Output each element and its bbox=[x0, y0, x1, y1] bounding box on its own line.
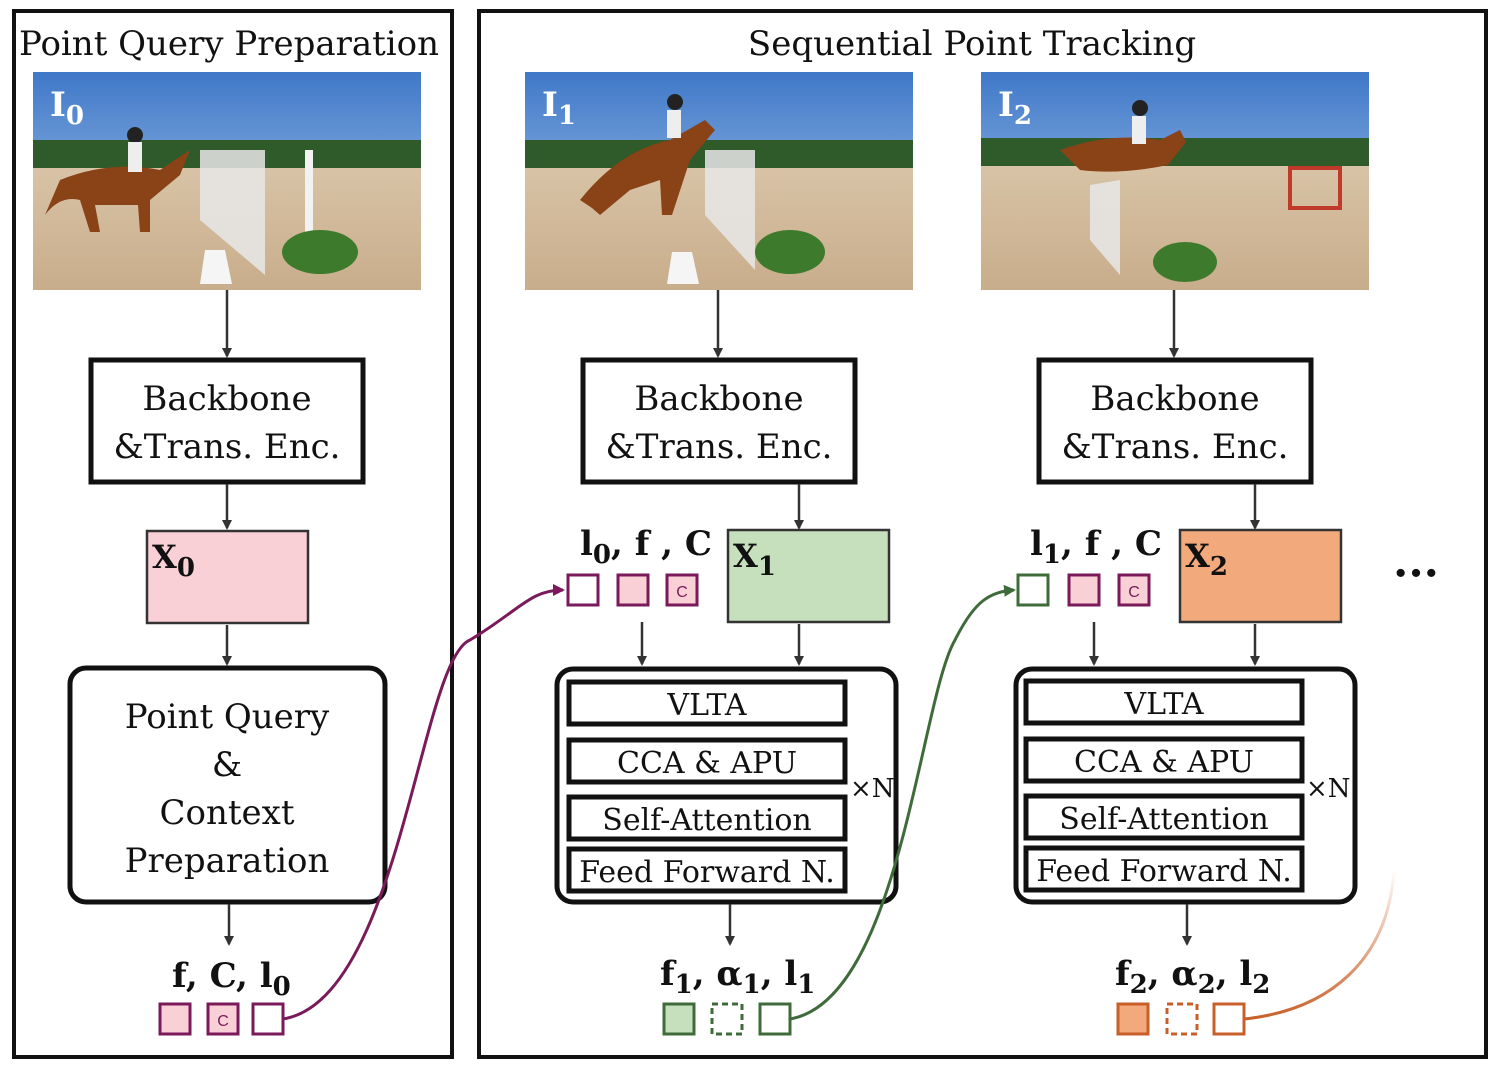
layer-cca-apu bbox=[566, 737, 848, 785]
svg-text:&: & bbox=[212, 745, 242, 785]
svg-text:VLTA: VLTA bbox=[1123, 687, 1204, 722]
frame-label-1: I1 bbox=[542, 85, 576, 131]
token-out1-alpha bbox=[710, 1002, 744, 1036]
layer-self-attention bbox=[566, 794, 848, 842]
layer-vlta bbox=[566, 679, 848, 727]
svg-text:Feed Forward N.: Feed Forward N. bbox=[1036, 854, 1292, 889]
frame-image-1 bbox=[525, 72, 913, 290]
token-in2-context bbox=[1117, 573, 1151, 607]
svg-text:C: C bbox=[676, 584, 688, 601]
frame-label-2: I2 bbox=[998, 85, 1032, 131]
svg-text:&Trans. Enc.: &Trans. Enc. bbox=[1062, 427, 1289, 467]
panel-title-track: Sequential Point Tracking bbox=[748, 24, 1196, 64]
svg-text:VLTA: VLTA bbox=[666, 688, 747, 723]
feature-map-x2: X2 bbox=[1178, 528, 1343, 624]
svg-text:Feed Forward N.: Feed Forward N. bbox=[579, 855, 835, 890]
encoder-block-1: Backbone &Trans. Enc. bbox=[580, 357, 858, 485]
repeat-label-2: ×N bbox=[1306, 774, 1351, 804]
svg-text:Point Query: Point Query bbox=[125, 697, 330, 737]
input-label-frame2: l1, f , C bbox=[1030, 524, 1162, 570]
feature-map-x0: X0 bbox=[145, 529, 310, 625]
svg-text:Context: Context bbox=[159, 793, 294, 833]
svg-text:X1: X1 bbox=[733, 537, 776, 582]
svg-text:CCA & APU: CCA & APU bbox=[617, 746, 797, 781]
svg-text:Self-Attention: Self-Attention bbox=[1059, 802, 1268, 837]
panel-sequential-point-tracking bbox=[477, 9, 1488, 1059]
token-out2-alpha bbox=[1165, 1002, 1199, 1036]
encoder-block-0: Backbone &Trans. Enc. bbox=[88, 357, 366, 485]
svg-text:Preparation: Preparation bbox=[125, 841, 330, 881]
encoder-block-2: Backbone &Trans. Enc. bbox=[1036, 357, 1314, 485]
point-query-context-prep-block: Point Query & Context Preparation bbox=[67, 665, 388, 905]
token-in2-l bbox=[1016, 573, 1050, 607]
svg-text:Self-Attention: Self-Attention bbox=[602, 803, 811, 838]
svg-text:CCA & APU: CCA & APU bbox=[1074, 745, 1254, 780]
panel-title-prep: Point Query Preparation bbox=[19, 24, 439, 64]
token-out1-f bbox=[662, 1002, 696, 1036]
layer-ffn bbox=[566, 846, 848, 894]
token-out2-f bbox=[1116, 1002, 1150, 1036]
ellipsis: ··· bbox=[1393, 548, 1439, 599]
svg-text:&Trans. Enc.: &Trans. Enc. bbox=[606, 427, 833, 467]
feature-map-x1: X1 bbox=[726, 528, 891, 624]
token-prep-context-letter: C bbox=[217, 1013, 229, 1030]
prep-output-label: f, C, l0 bbox=[172, 956, 291, 1002]
decoder-block-1: VLTA CCA & APU Self-Attention Feed Forwa… bbox=[554, 666, 899, 905]
svg-text:Backbone: Backbone bbox=[142, 379, 311, 419]
panel-point-query-preparation bbox=[12, 9, 454, 1059]
frame-image-2 bbox=[981, 72, 1369, 290]
token-in2-f bbox=[1067, 573, 1101, 607]
frame-image-0 bbox=[33, 72, 421, 290]
token-prep-f bbox=[158, 1002, 192, 1036]
svg-text:Backbone: Backbone bbox=[1090, 379, 1259, 419]
frame-label-0: I0 bbox=[50, 85, 84, 131]
input-label-frame1: l0, f , C bbox=[580, 524, 712, 570]
svg-text:C: C bbox=[1128, 584, 1140, 601]
token-out1-l bbox=[758, 1002, 792, 1036]
token-in1-f bbox=[616, 573, 650, 607]
feature-x0-rect bbox=[145, 529, 310, 625]
svg-text:&Trans. Enc.: &Trans. Enc. bbox=[114, 427, 341, 467]
svg-text:Backbone: Backbone bbox=[634, 379, 803, 419]
output-label-frame1: f1, α1, l1 bbox=[660, 954, 815, 1000]
output-label-frame2: f2, α2, l2 bbox=[1115, 954, 1270, 1000]
repeat-label-1: ×N bbox=[850, 774, 895, 804]
arrow-prep-to-frame1 bbox=[282, 584, 565, 1021]
svg-text:X2: X2 bbox=[1185, 537, 1228, 582]
token-prep-context bbox=[206, 1002, 240, 1036]
arrow-frame2-to-next bbox=[1243, 869, 1396, 1021]
decoder-block-2: VLTA CCA & APU Self-Attention Feed Forwa… bbox=[1013, 666, 1358, 905]
arrow-frame1-to-frame2 bbox=[789, 584, 1016, 1021]
token-in1-l bbox=[566, 573, 600, 607]
token-out2-l bbox=[1212, 1002, 1246, 1036]
svg-text:X0: X0 bbox=[152, 538, 195, 583]
token-prep-l bbox=[251, 1002, 285, 1036]
token-in1-context bbox=[665, 573, 699, 607]
